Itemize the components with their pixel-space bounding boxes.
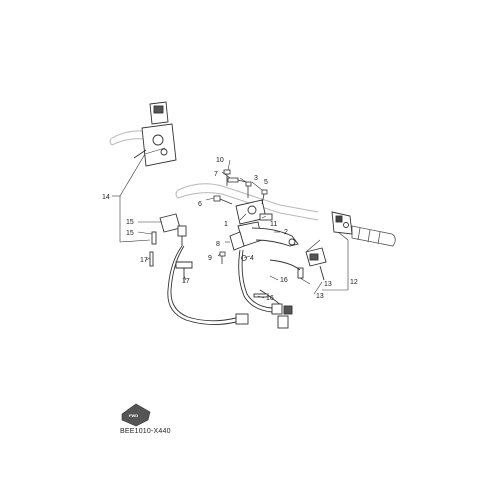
right-handlebar-switch [331, 211, 353, 235]
cable-clamp-17 [149, 251, 193, 282]
callout-7: 7 [214, 171, 218, 178]
callout-12: 12 [350, 279, 358, 286]
holder-bracket [229, 231, 245, 251]
clutch-lever-assembly [235, 199, 299, 247]
screws [213, 169, 268, 264]
connectors [235, 293, 293, 329]
handlebar [109, 130, 319, 221]
right-bracket-12 [297, 247, 327, 281]
callout-4: 4 [250, 255, 254, 262]
callout-2: 2 [284, 229, 288, 236]
right-grip [351, 225, 396, 247]
callout-10: 10 [216, 157, 224, 164]
callout-14: 14 [102, 194, 110, 201]
drawing-code: BEE1010-X440 [120, 428, 171, 435]
wiring [167, 245, 301, 325]
callout-15a: 15 [126, 219, 134, 226]
callout-3: 3 [254, 175, 258, 182]
left-handlebar-switch [133, 101, 177, 167]
callout-15b: 15 [126, 230, 134, 237]
callout-leaders [112, 147, 349, 299]
callout-8: 8 [216, 241, 220, 248]
fwd-arrow-icon: FWD [121, 403, 151, 427]
callout-13b: 13 [316, 293, 324, 300]
fwd-label: FWD [129, 413, 138, 418]
callout-1: 1 [224, 221, 228, 228]
callout-16b: 16 [266, 295, 274, 302]
callout-17a: 17 [140, 257, 148, 264]
left-bracket-15 [151, 213, 187, 246]
callout-16a: 16 [280, 277, 288, 284]
callout-17b: 17 [182, 278, 190, 285]
callout-11: 11 [270, 221, 277, 228]
callout-labels: 1 2 3 4 5 6 7 8 9 10 11 12 13 13 14 15 1… [102, 157, 358, 302]
callout-13a: 13 [324, 281, 332, 288]
callout-9: 9 [208, 255, 212, 262]
callout-6: 6 [198, 201, 202, 208]
callout-5: 5 [264, 179, 268, 186]
